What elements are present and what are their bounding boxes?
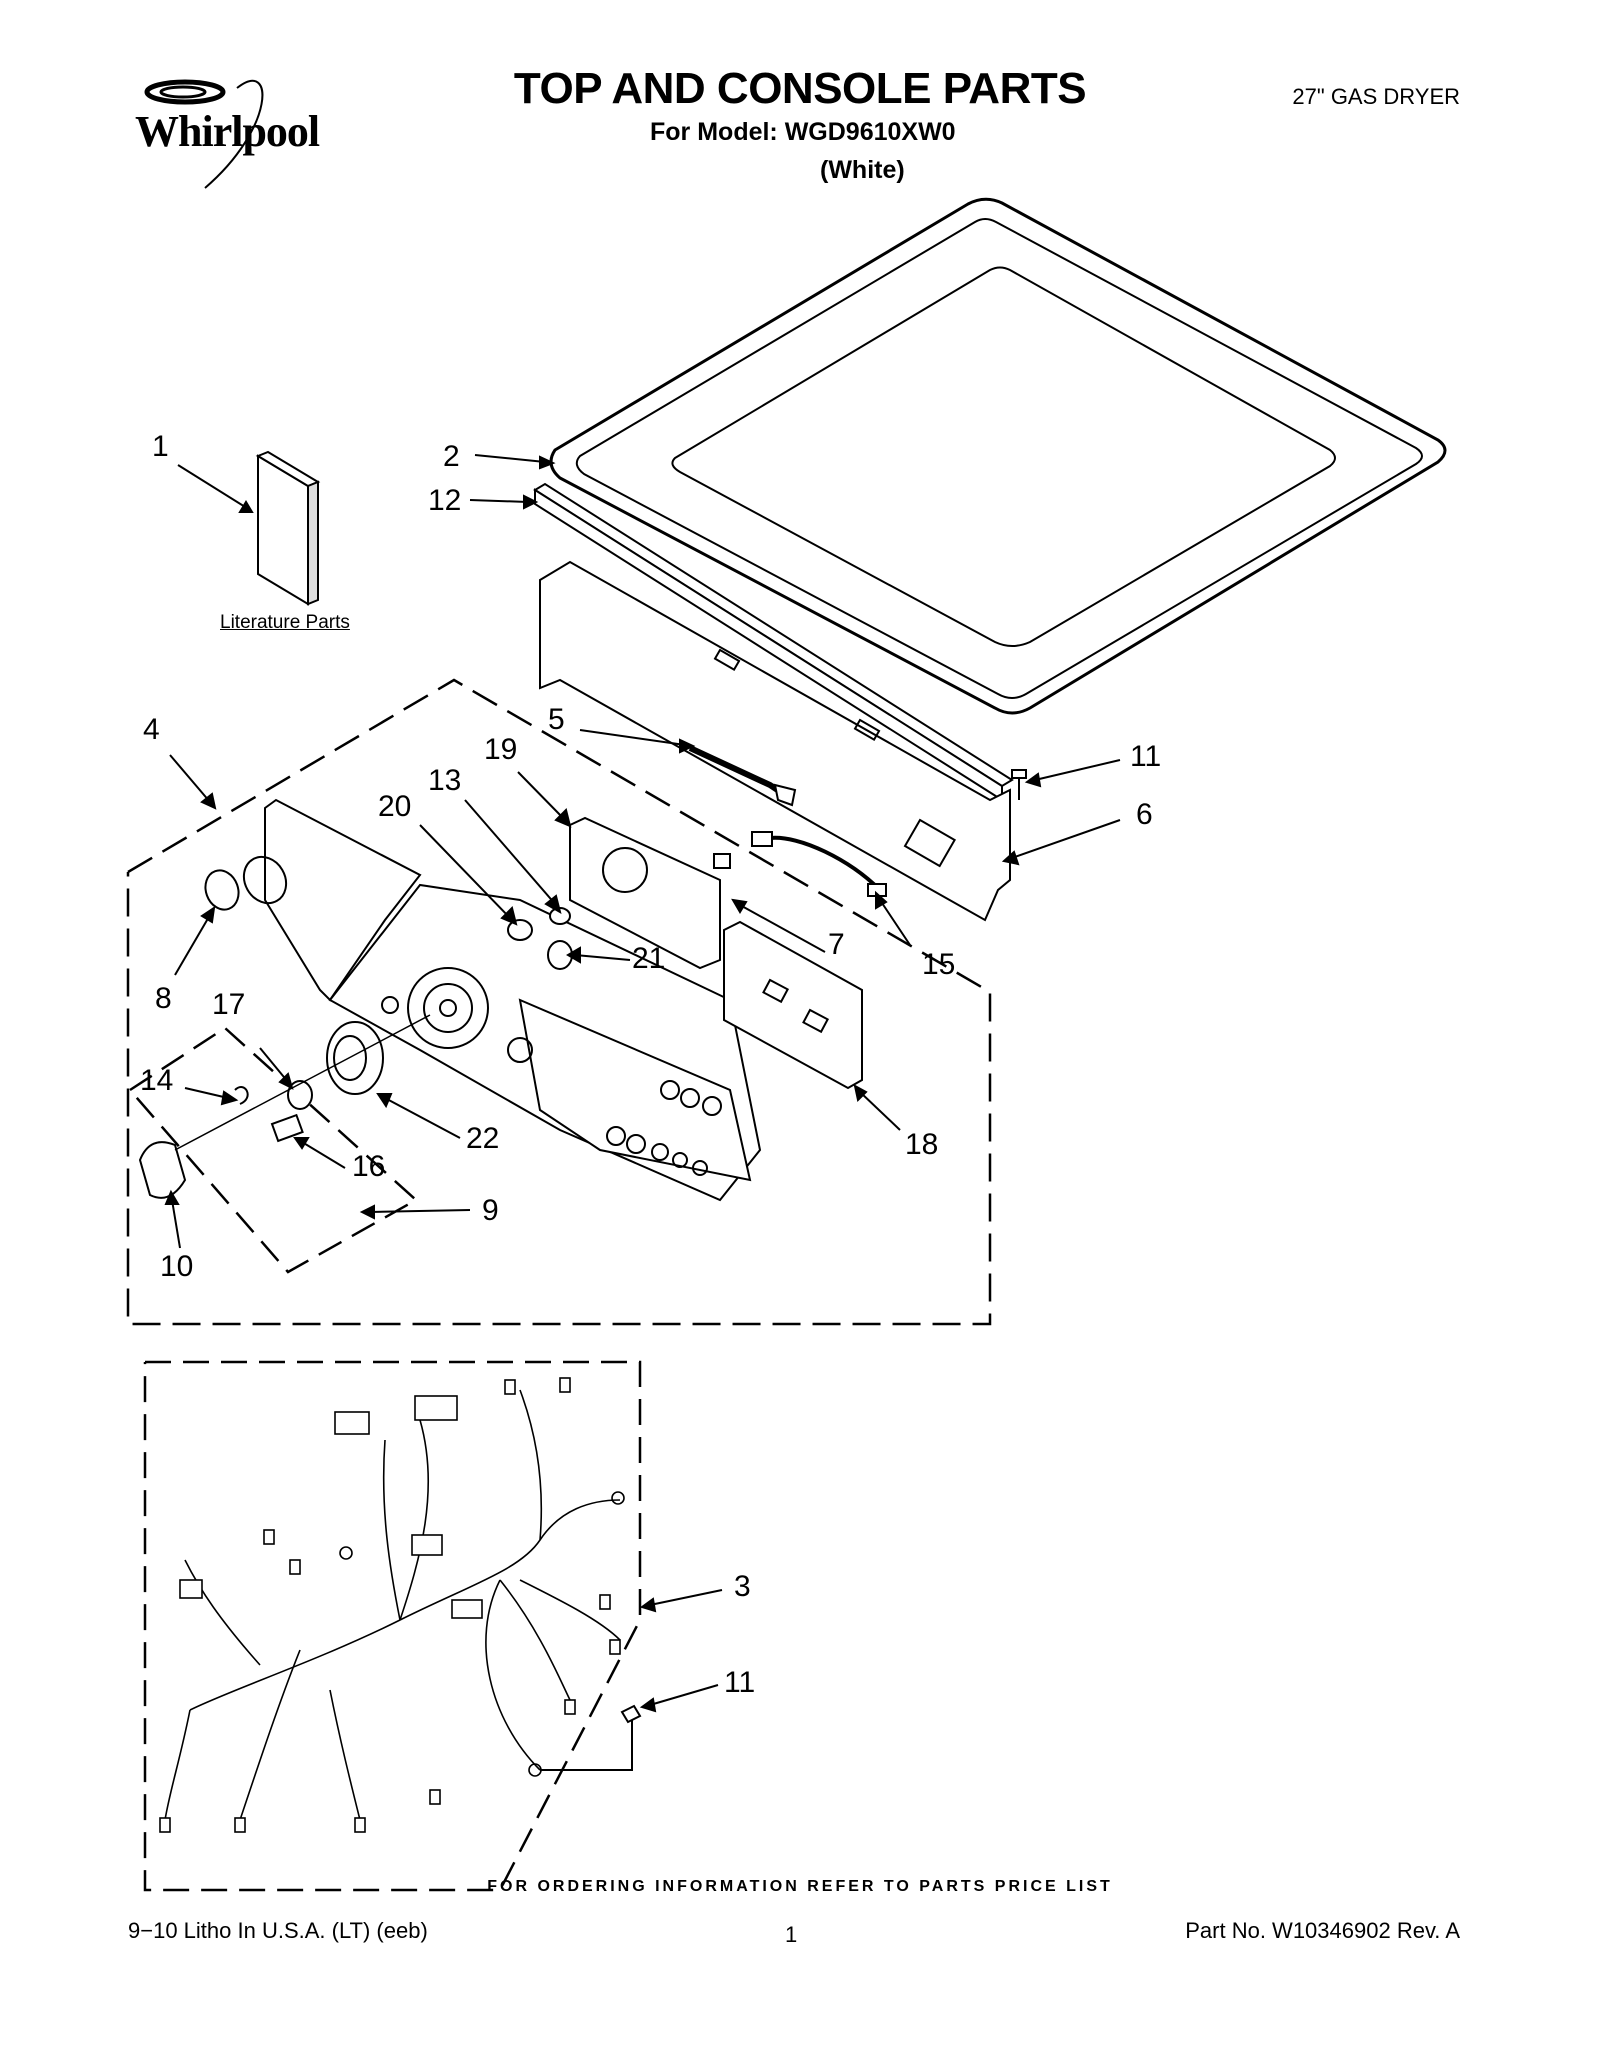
callout-11-bottom: 11 <box>724 1666 756 1699</box>
callout-16: 16 <box>352 1150 386 1183</box>
dryer-top-panel <box>549 197 1447 715</box>
ordering-note: FOR ORDERING INFORMATION REFER TO PARTS … <box>487 1878 1113 1895</box>
callout-3: 3 <box>734 1570 751 1603</box>
ground-screw-icon <box>540 1704 642 1771</box>
control-board-top <box>569 816 721 970</box>
model-color: (White) <box>820 156 905 184</box>
callout-8: 8 <box>155 982 172 1015</box>
switch-16 <box>270 1113 304 1143</box>
leader-arrows <box>164 454 1121 1713</box>
wire-harness <box>159 1377 625 1833</box>
callout-12: 12 <box>428 484 462 517</box>
callout-1: 1 <box>152 430 169 463</box>
callout-20: 20 <box>378 790 412 823</box>
page-number: 1 <box>785 1922 798 1947</box>
knob-ring-22 <box>326 1021 384 1095</box>
callout-22: 22 <box>466 1122 500 1155</box>
callout-5: 5 <box>548 703 565 736</box>
screw-icon <box>1011 769 1027 800</box>
callout-9: 9 <box>482 1194 499 1227</box>
whirlpool-swirl-icon <box>144 79 264 189</box>
cable-tie <box>688 745 797 807</box>
litho-note: 9−10 Litho In U.S.A. (LT) (eeb) <box>128 1918 428 1943</box>
spring-clip-14 <box>234 1086 249 1105</box>
console-bracket <box>539 560 1011 922</box>
console-housing <box>242 798 762 1202</box>
callout-4: 4 <box>143 713 160 746</box>
part-number: Part No. W10346902 Rev. A <box>1185 1918 1460 1943</box>
encoder-20 <box>507 919 533 941</box>
brand-name: Whirlpool <box>135 107 320 156</box>
callout-17: 17 <box>212 988 246 1021</box>
page-title: TOP AND CONSOLE PARTS <box>513 64 1087 113</box>
switch-7 <box>713 853 731 869</box>
product-type: 27" GAS DRYER <box>1292 84 1460 109</box>
knob-insert-17 <box>287 1080 313 1110</box>
callout-21: 21 <box>632 942 666 975</box>
callout-7: 7 <box>828 928 845 961</box>
callout-11-top: 11 <box>1130 740 1162 773</box>
whirlpool-logo: Whirlpool <box>125 68 375 218</box>
callout-2: 2 <box>443 440 460 473</box>
literature-booklet-icon <box>255 450 321 606</box>
callout-18: 18 <box>905 1128 939 1161</box>
control-board-front <box>723 920 863 1090</box>
model-subtitle: For Model: WGD9610XW0 <box>650 118 956 146</box>
callout-14: 14 <box>140 1064 174 1097</box>
callout-13: 13 <box>428 764 462 797</box>
control-knob-10 <box>138 1141 187 1199</box>
callout-6: 6 <box>1136 798 1153 831</box>
callout-10: 10 <box>160 1250 194 1283</box>
harness-group-boundary <box>143 1360 642 1892</box>
callout-15: 15 <box>922 948 956 981</box>
literature-parts-label: Literature Parts <box>220 612 350 633</box>
callout-19: 19 <box>484 733 518 766</box>
console-group-boundary <box>126 678 992 1326</box>
gasket-8 <box>204 869 240 911</box>
